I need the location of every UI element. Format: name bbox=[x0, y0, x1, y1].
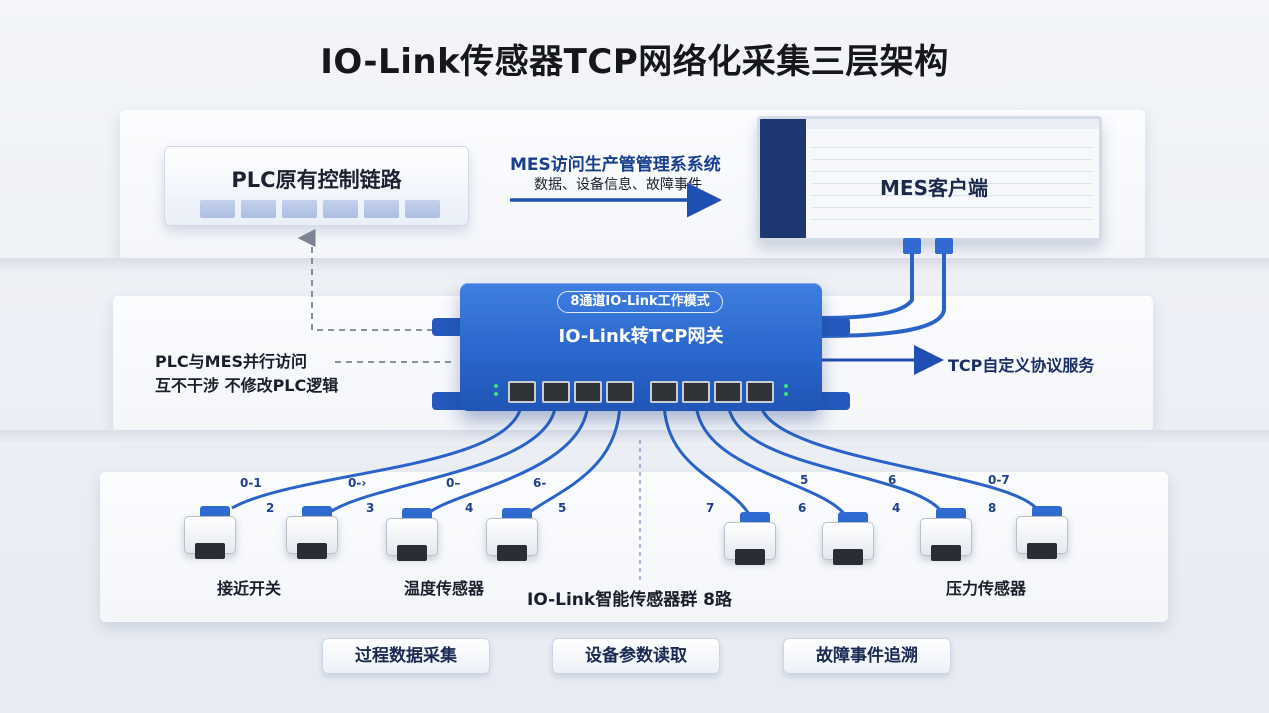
mes-row bbox=[812, 183, 1092, 184]
port-number: 3 bbox=[366, 501, 375, 515]
gateway-flange-left bbox=[432, 392, 468, 410]
mes-row bbox=[812, 147, 1092, 148]
mes-row bbox=[812, 219, 1092, 220]
cable-tag: 0-1 bbox=[240, 476, 262, 490]
mes-connector bbox=[903, 238, 921, 254]
middle-shelf bbox=[0, 430, 1269, 446]
port-number: 4 bbox=[465, 501, 474, 515]
mes-flow-title: MES访问生产管管理系系统 bbox=[510, 155, 721, 175]
sensor-name-proximity: 接近开关 bbox=[217, 579, 282, 598]
gateway-port bbox=[714, 381, 742, 403]
parallel-note-line1: PLC与MES并行访问 bbox=[155, 352, 308, 371]
mes-flow-subtitle: 数据、设备信息、故障事件 bbox=[534, 177, 702, 193]
gateway-port bbox=[650, 381, 678, 403]
sensor-name-pressure: 压力传感器 bbox=[946, 579, 1027, 598]
mes-client-monitor bbox=[757, 116, 1102, 241]
cable-tag: 0-› bbox=[348, 476, 367, 490]
gateway-port bbox=[542, 381, 570, 403]
bottom-layer-panel bbox=[100, 472, 1168, 622]
mes-row bbox=[812, 159, 1092, 160]
io-link-sensor bbox=[818, 512, 880, 565]
port-number: 8 bbox=[988, 501, 997, 515]
status-led bbox=[784, 392, 788, 396]
io-link-sensor bbox=[720, 512, 782, 565]
capability-parameter-read: 设备参数读取 bbox=[552, 638, 720, 674]
cable-tag: 0– bbox=[446, 476, 461, 490]
gateway-port bbox=[574, 381, 602, 403]
mode-badge: 8通道IO-Link工作模式 bbox=[557, 291, 723, 313]
mes-uplink-cable bbox=[821, 252, 914, 320]
cable-tag: 5 bbox=[800, 473, 809, 487]
parallel-note-line2: 互不干涉 不修改PLC逻辑 bbox=[155, 376, 339, 395]
plc-slots bbox=[200, 200, 440, 218]
sensor-name-temperature: 温度传感器 bbox=[404, 579, 485, 598]
plc-dashed-link bbox=[297, 229, 455, 331]
cable-tag: 6 bbox=[888, 473, 897, 487]
mes-client-label: MES客户端 bbox=[880, 176, 988, 200]
status-led bbox=[494, 392, 498, 396]
mes-connector bbox=[935, 238, 953, 254]
port-number: 2 bbox=[266, 501, 275, 515]
sensor-cable bbox=[694, 399, 848, 517]
sensor-cable bbox=[429, 399, 590, 514]
gateway-port bbox=[508, 381, 536, 403]
sensor-cable bbox=[529, 399, 622, 514]
mes-sidebar bbox=[760, 119, 806, 238]
sensor-cable bbox=[329, 399, 558, 514]
sensor-cable bbox=[758, 399, 1038, 510]
io-link-sensor bbox=[282, 506, 344, 559]
mes-row bbox=[812, 207, 1092, 208]
mes-header bbox=[806, 119, 1099, 129]
top-shelf bbox=[0, 258, 1269, 274]
page-title: IO-Link传感器TCP网络化采集三层架构 bbox=[320, 42, 949, 82]
sensor-group-label: IO-Link智能传感器群 8路 bbox=[527, 590, 732, 610]
io-link-sensor bbox=[916, 508, 978, 561]
io-link-sensor bbox=[180, 506, 242, 559]
gateway-flange-left bbox=[432, 318, 468, 336]
cable-tag: 6- bbox=[533, 476, 547, 490]
gateway-port bbox=[682, 381, 710, 403]
tcp-service-label: TCP自定义协议服务 bbox=[948, 356, 1095, 375]
io-link-sensor bbox=[482, 508, 544, 561]
gateway-flange-right bbox=[814, 318, 850, 336]
port-number: 7 bbox=[706, 501, 715, 515]
port-number: 5 bbox=[558, 501, 567, 515]
status-led bbox=[494, 384, 498, 388]
mes-row bbox=[812, 171, 1092, 172]
io-link-sensor bbox=[382, 508, 444, 561]
status-led bbox=[784, 384, 788, 388]
capability-event-trace: 故障事件追溯 bbox=[783, 638, 951, 674]
gateway-port bbox=[606, 381, 634, 403]
sensor-cable bbox=[726, 399, 944, 513]
gateway-flange-right bbox=[814, 392, 850, 410]
port-number: 4 bbox=[892, 501, 901, 515]
gateway-port bbox=[746, 381, 774, 403]
mes-uplink-cable bbox=[821, 252, 946, 338]
sensor-cable bbox=[231, 399, 524, 510]
capability-process-data: 过程数据采集 bbox=[322, 638, 490, 674]
port-number: 6 bbox=[798, 501, 807, 515]
plc-label: PLC原有控制链路 bbox=[231, 168, 402, 192]
cable-tag: 0-7 bbox=[988, 473, 1010, 487]
io-link-sensor bbox=[1012, 506, 1074, 559]
sensor-cable bbox=[662, 399, 752, 517]
mes-row bbox=[812, 195, 1092, 196]
gateway-name: IO-Link转TCP网关 bbox=[558, 326, 724, 347]
